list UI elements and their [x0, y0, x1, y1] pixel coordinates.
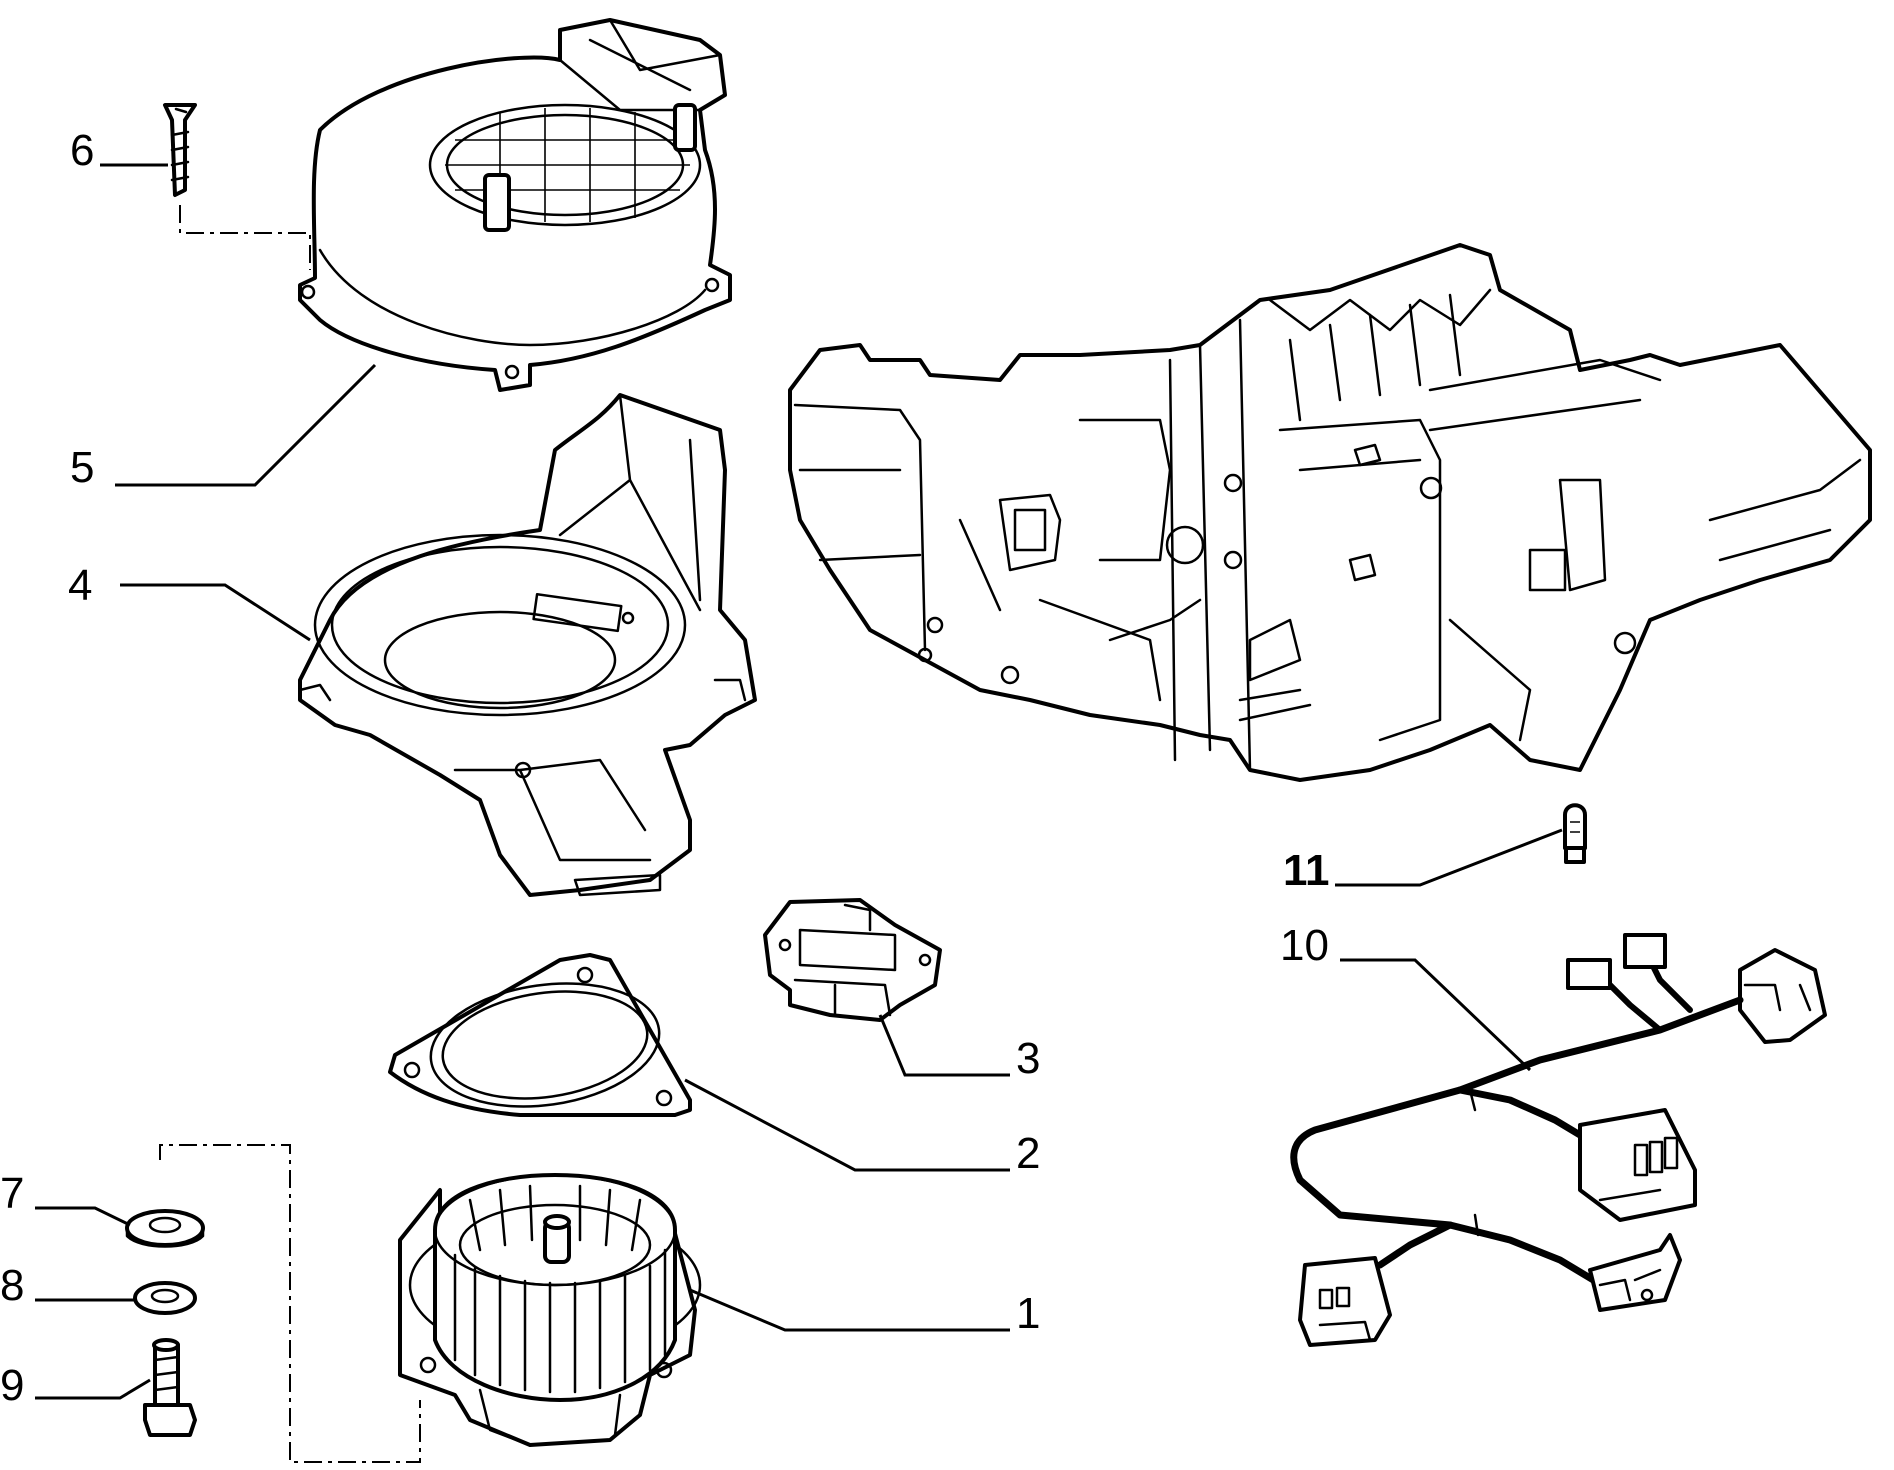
leader-line-4	[120, 583, 311, 642]
motor-assembly-dashline	[159, 1144, 421, 1463]
callout-10: 10	[1280, 921, 1329, 970]
blower-lower-housing-part	[298, 393, 757, 897]
resistor-part	[763, 898, 942, 1022]
callout-4: 4	[68, 561, 92, 610]
leader-line-2	[684, 1078, 1010, 1172]
leader-line-3	[878, 1014, 1010, 1077]
callout-8: 8	[0, 1261, 24, 1310]
callout-3: 3	[1016, 1034, 1040, 1083]
leader-line-9	[35, 1378, 151, 1400]
callout-6: 6	[70, 126, 94, 175]
hvac-housing-assembly	[788, 243, 1872, 782]
leader-line-7	[35, 1206, 131, 1227]
blower-upper-housing-part	[298, 18, 732, 392]
leader-line-10	[1340, 958, 1532, 1072]
callout-9: 9	[0, 1361, 24, 1410]
leader-lines	[35, 163, 1563, 1400]
callout-labels: 1 2 3 4 5 6 7 8 9 10 11	[0, 126, 1330, 1410]
wiring-harness-part	[1290, 933, 1827, 1347]
gasket-plate-part	[388, 953, 692, 1117]
screw-part	[163, 103, 197, 197]
lock-washer-part	[133, 1281, 197, 1315]
bolt-part	[143, 1338, 197, 1437]
blower-motor-part	[398, 1173, 702, 1447]
leader-line-1	[689, 1288, 1010, 1332]
callout-2: 2	[1016, 1129, 1040, 1178]
callout-1: 1	[1016, 1289, 1040, 1338]
flat-washer-part	[125, 1209, 205, 1248]
leader-line-5	[115, 363, 377, 487]
bulb-part	[1563, 803, 1587, 864]
screw-assembly-dashline	[179, 205, 311, 270]
callout-7: 7	[0, 1169, 24, 1218]
leader-line-11	[1335, 828, 1563, 887]
callout-11: 11	[1283, 846, 1330, 895]
callout-5: 5	[70, 443, 94, 492]
